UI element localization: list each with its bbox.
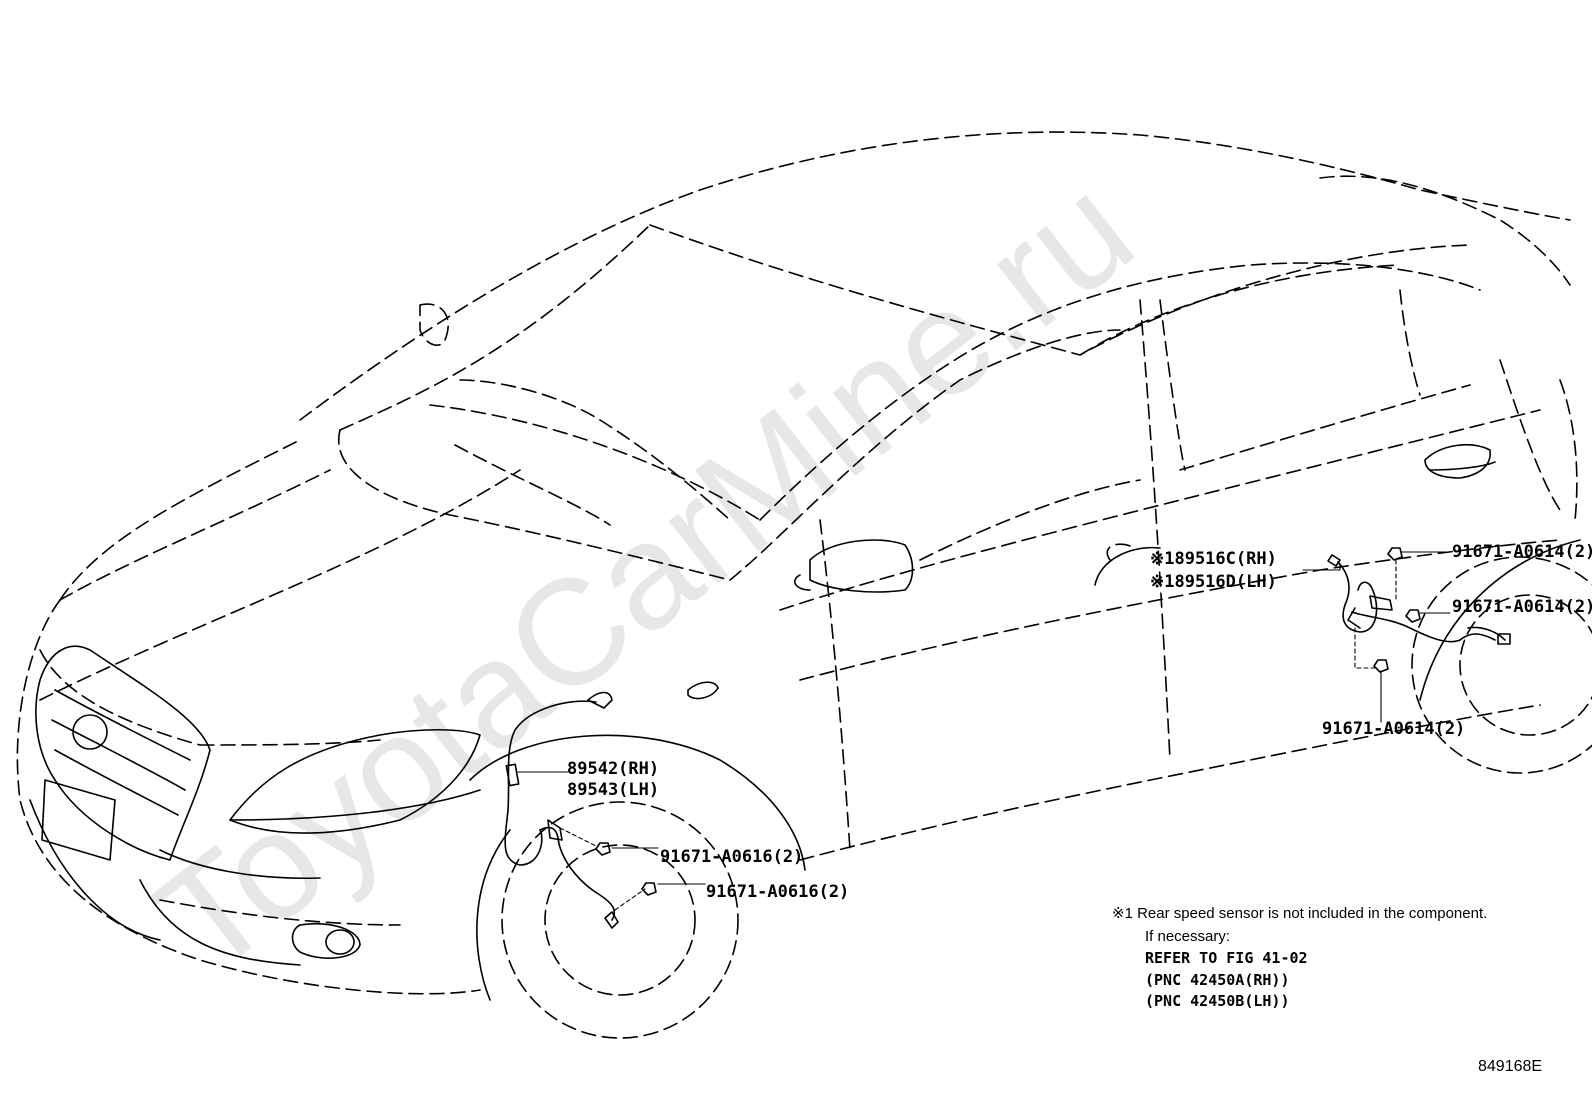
figure-code: 849168E bbox=[1478, 1058, 1542, 1075]
footnote: ※1 Rear speed sensor is not included in … bbox=[1112, 905, 1487, 1010]
footnote-line-3: REFER TO FIG 41-02 bbox=[1145, 949, 1308, 967]
rear-sensor-bolt-2[interactable] bbox=[1405, 609, 1421, 623]
car-body-outline bbox=[16, 131, 1578, 995]
label-front-bolt-2: 91671-A0616(2) bbox=[706, 882, 849, 902]
leader-lines bbox=[517, 551, 1451, 885]
label-rear-sensor-rh: ※189516C(RH) bbox=[1150, 549, 1277, 569]
car-solid-details bbox=[29, 444, 1592, 1039]
front-sensor-bolt-2[interactable] bbox=[614, 882, 657, 911]
label-front-sensor-rh: 89542(RH) bbox=[567, 759, 659, 779]
label-rear-bolt-1: 91671-A0614(2) bbox=[1452, 542, 1592, 562]
watermark: ToyotaCarMine.ru bbox=[126, 144, 1162, 1005]
label-rear-bolt-3: 91671-A0614(2) bbox=[1322, 719, 1465, 739]
label-rear-bolt-2: 91671-A0614(2) bbox=[1452, 597, 1592, 617]
footnote-line-4: (PNC 42450A(RH)) bbox=[1145, 971, 1290, 989]
rear-sensor-bolt-3[interactable] bbox=[1354, 627, 1389, 673]
rear-sensor-bolt-1[interactable] bbox=[1387, 547, 1403, 601]
footnote-line-5: (PNC 42450B(LH)) bbox=[1145, 992, 1290, 1010]
label-front-sensor-lh: 89543(LH) bbox=[567, 780, 659, 800]
label-front-bolt-1: 91671-A0616(2) bbox=[660, 847, 803, 867]
footnote-line-2: If necessary: bbox=[1145, 928, 1230, 945]
label-rear-sensor-lh: ※189516D(LH) bbox=[1150, 572, 1277, 592]
front-sensor-bolt-1[interactable] bbox=[559, 827, 611, 856]
footnote-line-1: ※1 Rear speed sensor is not included in … bbox=[1112, 905, 1487, 922]
front-speed-sensor[interactable] bbox=[504, 691, 619, 929]
rear-speed-sensor[interactable] bbox=[1327, 554, 1511, 645]
